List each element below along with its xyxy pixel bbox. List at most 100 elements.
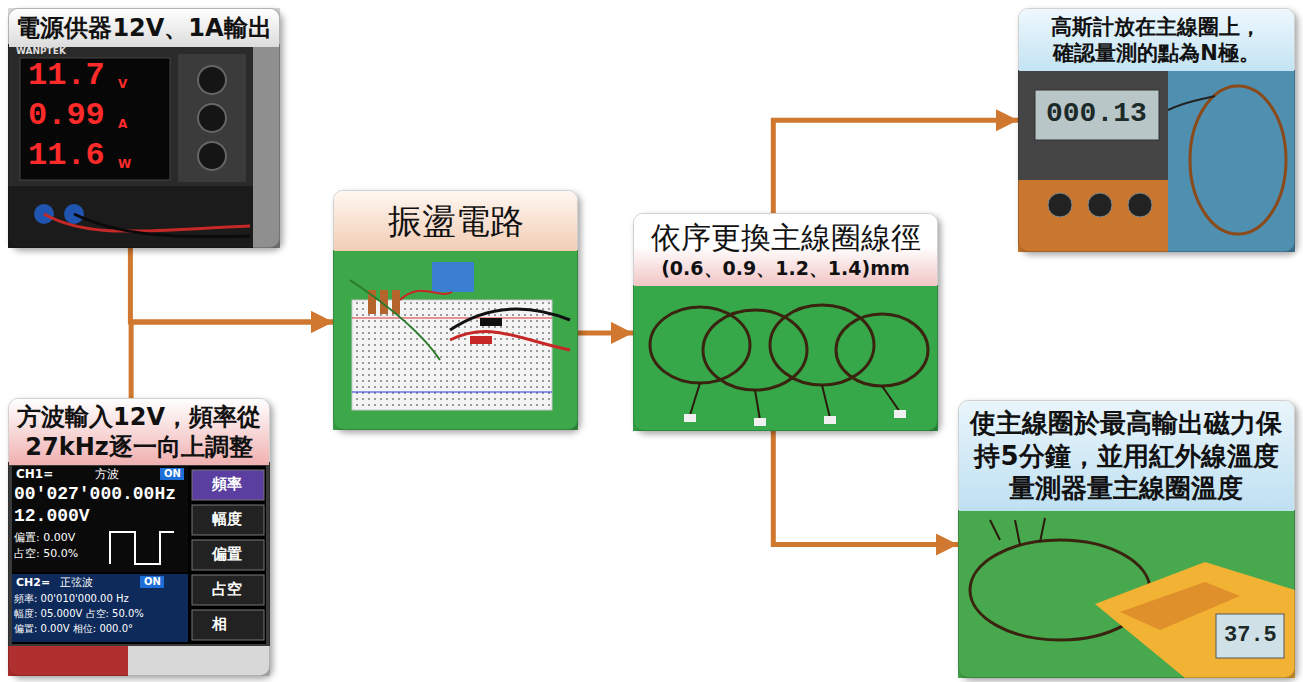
menu-button-label: 頻率 (212, 477, 242, 492)
flow-arrow (130, 248, 333, 322)
node-title: 依序更換主線圈線徑 (651, 219, 921, 257)
node-header: 電源供器12V、1A輸出 (9, 9, 279, 47)
oscillator-breadboard-photo (352, 392, 552, 393)
oscillator-breadboard-photo (432, 262, 474, 292)
gaussmeter-photo (1168, 96, 1215, 110)
gaussmeter-photo (1035, 90, 1159, 140)
node-title: 振盪電路 (388, 200, 524, 243)
power-supply-photo (74, 214, 250, 237)
oscillator-breadboard-photo (470, 336, 492, 344)
oscillator-breadboard-photo (333, 250, 578, 430)
unit-label: V (118, 78, 127, 90)
menu-button-label: 占空 (212, 582, 242, 597)
power-supply-photo (253, 44, 280, 248)
power-supply-photo (8, 8, 280, 248)
status-badge: ON (164, 469, 181, 479)
photo-panel: 電源供器12V、1A輸出 (8, 8, 280, 248)
coil-samples-photo (684, 414, 696, 422)
thermometer-photo (958, 510, 1295, 678)
photo-panel: 方波輸入12V，頻率從 27kHz逐一向上調整 (8, 398, 270, 676)
coil-samples-photo (824, 416, 836, 424)
display-reading: 0.99 (28, 100, 105, 132)
node-header: 依序更換主線圈線徑(0.6、0.9、1.2、1.4)mm (634, 214, 937, 286)
signal-generator-photo (192, 610, 264, 640)
menu-button-label: 相 (212, 617, 227, 632)
node-title: 高斯計放在主線圈上， 確認量測的點為N極。 (1047, 14, 1265, 67)
oscillator-breadboard-photo (450, 331, 570, 350)
signal-generator-photo (128, 646, 270, 676)
oscillator-breadboard-photo (352, 318, 552, 319)
flow-arrow (773, 120, 1018, 213)
node-header: 方波輸入12V，頻率從 27kHz逐一向上調整 (9, 399, 269, 465)
coil-samples-photo (690, 383, 900, 420)
signal-generator-photo (8, 462, 270, 676)
power-supply-photo (8, 186, 253, 248)
signal-generator-photo (192, 470, 264, 500)
flow-arrow (773, 431, 958, 545)
thermometer-photo (1216, 614, 1284, 658)
oscillator-breadboard-photo (400, 291, 452, 300)
thermometer-photo (958, 510, 1295, 678)
signal-generator-photo (140, 576, 164, 588)
oscillator-breadboard-photo (352, 300, 552, 410)
coil-samples-photo (894, 410, 906, 418)
gaussmeter-photo (1018, 70, 1295, 252)
node-title: 電源供器12V、1A輸出 (16, 13, 271, 43)
setting-text: 占空: 50.0% (14, 548, 78, 559)
unit-label: W (118, 158, 131, 170)
signal-generator-photo (192, 575, 264, 605)
display-reading: 11.6 (28, 140, 105, 172)
gaussmeter-photo (1018, 180, 1168, 252)
waveform-label: 正弦波 (60, 577, 93, 588)
flow-arrow (131, 322, 333, 398)
menu-button-label: 幅度 (212, 512, 242, 527)
oscillator-breadboard-photo (350, 280, 440, 360)
signal-generator-photo (12, 466, 266, 644)
oscillator-breadboard-photo (352, 300, 552, 410)
flow-arrow (578, 330, 633, 335)
channel-label: CH2= (16, 577, 50, 588)
oscillator-breadboard-photo (480, 318, 502, 326)
power-supply-photo (8, 8, 280, 248)
photo-panel: 高斯計放在主線圈上， 確認量測的點為N極。 (1018, 8, 1295, 252)
power-supply-photo (198, 66, 226, 94)
signal-generator-photo (192, 540, 264, 570)
power-supply-photo (178, 54, 246, 182)
setting-text: 幅度: 05.000V 占空: 50.0% (14, 609, 144, 619)
node-header: 使主線圈於最高輸出磁力保 持5分鐘，並用紅外線溫度 量測器量主線圈溫度 (959, 401, 1294, 511)
display-reading: 37.5 (1224, 625, 1277, 647)
gaussmeter-photo (1018, 70, 1168, 252)
gaussmeter-photo (1048, 193, 1072, 217)
gaussmeter-photo (1018, 70, 1295, 252)
oscillator-breadboard-photo (333, 250, 578, 430)
coil-samples-photo (633, 285, 938, 431)
node-header: 高斯計放在主線圈上， 確認量測的點為N極。 (1019, 9, 1294, 71)
gaussmeter-photo (1190, 86, 1286, 234)
display-reading: 11.7 (28, 60, 105, 92)
channel-label: CH1= (16, 468, 53, 480)
setting-text: 頻率: 00'010'000.00 Hz (14, 594, 129, 604)
amplitude-readout: 12.000V (14, 507, 90, 525)
power-supply-photo (20, 58, 170, 180)
frequency-readout: 00'027'000.00Hz (14, 485, 176, 503)
setting-text: 偏置: 0.00V (14, 532, 75, 543)
menu-button-label: 偏置 (212, 547, 242, 562)
signal-generator-photo (12, 466, 188, 572)
signal-generator-photo (8, 462, 270, 676)
brand-label: WANPTEK (16, 47, 66, 56)
node-header: 振盪電路 (334, 191, 577, 251)
power-supply-photo (44, 214, 250, 231)
thermometer-photo (1095, 562, 1295, 678)
signal-generator-photo (8, 646, 128, 676)
node-title: 方波輸入12V，頻率從 27kHz逐一向上調整 (15, 402, 263, 462)
coil-samples-photo (633, 285, 938, 431)
unit-label: A (118, 118, 127, 130)
process-box: 振盪電路 (333, 190, 578, 430)
signal-generator-photo (110, 532, 174, 564)
display-reading: 000.13 (1046, 100, 1147, 128)
setting-text: 偏置: 0.00V 相位: 000.0° (14, 624, 133, 634)
